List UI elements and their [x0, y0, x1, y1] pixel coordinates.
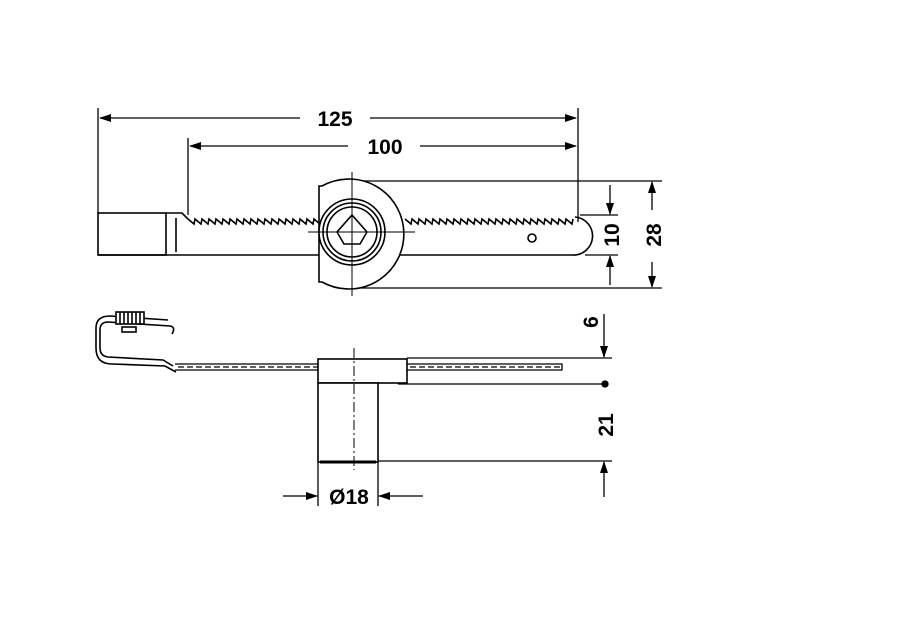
lock-plate-top-view — [318, 178, 405, 290]
centerlines-top — [308, 172, 415, 296]
toothed-bar-top-view — [97, 212, 594, 256]
extension-lines-top — [97, 108, 662, 289]
dimension-100-label: 100 — [367, 136, 402, 159]
dimension-125-label: 125 — [317, 108, 352, 131]
clip-bracket-side-view — [95, 311, 177, 373]
dimension-10-label: 10 — [601, 223, 624, 246]
cylinder-side-view — [317, 348, 408, 470]
dimension-28-label: 28 — [643, 223, 666, 247]
reference-dot — [601, 380, 609, 388]
bar-side-view — [175, 363, 563, 371]
dimension-6-label: 6 — [580, 316, 603, 328]
dimension-18-label: Ø18 — [329, 486, 369, 509]
dimension-21-label: 21 — [595, 413, 618, 437]
